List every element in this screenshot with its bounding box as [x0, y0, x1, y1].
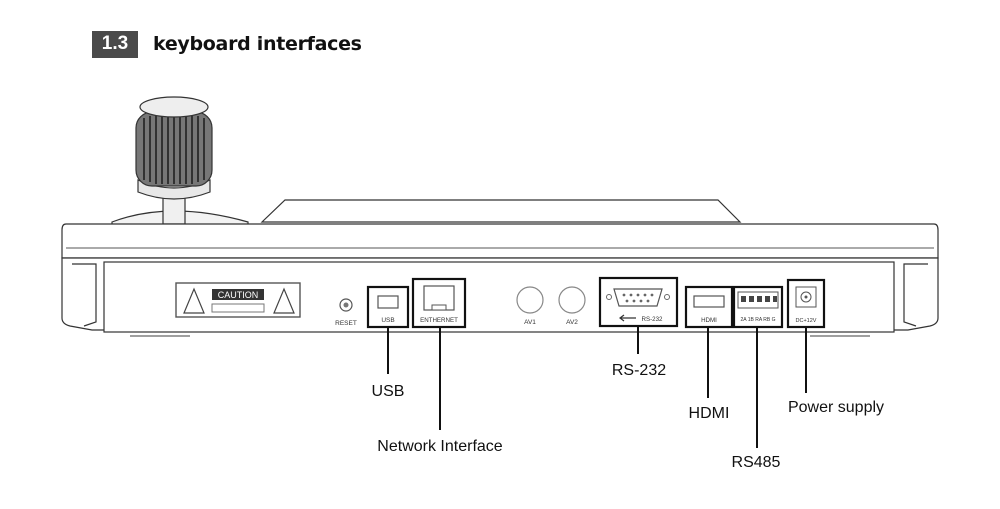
dc-power-port: DC+12V — [786, 278, 826, 329]
rs232-port-label: RS-232 — [642, 316, 664, 323]
reset-label: RESET — [335, 320, 357, 327]
av1-port: AV1 — [516, 286, 544, 326]
caution-text: CAUTION — [218, 290, 259, 300]
section-title: keyboard interfaces — [153, 33, 362, 55]
ethernet-port: ENTHERNET — [411, 277, 467, 329]
rs232-callout: RS-232 — [612, 362, 666, 379]
section-number: 1.3 — [92, 30, 138, 58]
rs485-callout: RS485 — [732, 454, 781, 471]
rs485-port: 2A 1B RA RB G — [732, 285, 784, 329]
av2-port: AV2 — [558, 286, 586, 326]
usb-port-label: USB — [381, 317, 394, 324]
ethernet-port-label: ENTHERNET — [420, 317, 458, 324]
rs485-port-label: 2A 1B RA RB G — [740, 317, 775, 323]
av1-label: AV1 — [524, 319, 536, 326]
hdmi-port-label: HDMI — [701, 317, 717, 324]
power-supply-callout: Power supply — [788, 399, 884, 416]
dc-port-label: DC+12V — [796, 318, 817, 324]
reset-button: RESET — [335, 298, 357, 327]
usb-port: USB — [366, 285, 410, 329]
section-header: 1.3 keyboard interfaces — [92, 30, 362, 58]
hdmi-callout: HDMI — [689, 405, 730, 422]
network-interface-callout: Network Interface — [377, 438, 502, 455]
rs232-port: RS-232 — [598, 276, 679, 328]
usb-callout: USB — [372, 383, 405, 400]
joystick — [111, 96, 249, 233]
av2-label: AV2 — [566, 319, 578, 326]
caution-label: CAUTION — [175, 282, 301, 318]
hdmi-port: HDMI — [684, 285, 734, 329]
callout-leaders — [387, 326, 807, 448]
